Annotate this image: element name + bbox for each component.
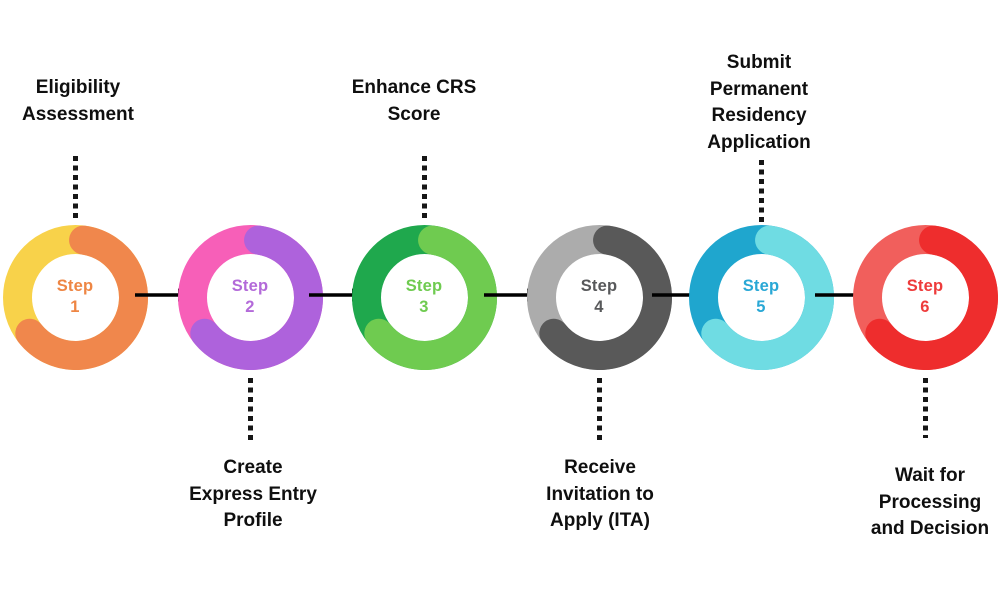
donut-ring-graphic	[177, 224, 323, 370]
label-line: Create	[223, 457, 283, 478]
step-5-donut: Step 5	[688, 224, 834, 370]
step-number-label: Step 3	[352, 225, 497, 370]
dotted-connector	[922, 378, 928, 438]
dotted-connector	[247, 378, 253, 441]
ring-main-arc	[538, 225, 672, 370]
ring-main-arc	[14, 225, 148, 370]
step-number-label: Step 2	[178, 225, 323, 370]
label-line: Eligibility	[35, 77, 121, 98]
step-word: Step	[231, 277, 269, 295]
step-word: Step	[906, 277, 944, 295]
ring-main-arc	[189, 225, 323, 370]
step-word: Step	[580, 277, 618, 295]
label-line: Wait for	[894, 465, 965, 486]
dotted-connector	[596, 378, 602, 440]
donut-ring-graphic	[351, 224, 497, 370]
label-line: Invitation to	[546, 483, 654, 505]
step-number: 6	[920, 298, 930, 316]
step-number: 3	[419, 298, 429, 316]
dotted-connector	[421, 156, 427, 222]
step-word: Step	[742, 277, 780, 295]
step-number: 5	[756, 298, 766, 316]
ring-main-arc	[864, 225, 998, 370]
step-6-donut: Step 6	[852, 224, 998, 370]
step-number: 4	[594, 298, 604, 316]
dotted-connector	[758, 160, 764, 222]
ring-main-arc	[700, 225, 834, 370]
label-line: Submit	[726, 52, 792, 73]
step-word: Step	[405, 277, 443, 295]
label-line: Processing	[878, 491, 982, 513]
step-3-label: Enhance CRS Score	[304, 75, 524, 128]
donut-ring-graphic	[688, 224, 834, 370]
label-line: Assessment	[22, 103, 134, 125]
step-number: 1	[70, 298, 80, 316]
ring-main-arc	[363, 225, 497, 370]
dotted-connector	[72, 156, 78, 222]
label-line: Permanent	[709, 78, 809, 100]
step-number-label: Step 1	[3, 225, 148, 370]
label-line: Profile	[223, 510, 283, 531]
donut-ring-graphic	[852, 224, 998, 370]
label-line: Apply (ITA)	[550, 510, 650, 531]
step-4-donut: Step 4	[526, 224, 672, 370]
step-number-label: Step 5	[689, 225, 834, 370]
step-word: Step	[56, 277, 94, 295]
step-2-donut: Step 2	[177, 224, 323, 370]
step-number-label: Step 4	[527, 225, 672, 370]
label-line: Express Entry	[189, 483, 317, 505]
step-number: 2	[245, 298, 255, 316]
label-line: Application	[707, 131, 811, 153]
step-number-label: Step 6	[853, 225, 998, 370]
label-line: Enhance CRS	[351, 77, 477, 98]
label-line: Residency	[711, 105, 807, 126]
donut-ring-graphic	[526, 224, 672, 370]
label-line: and Decision	[870, 518, 990, 539]
step-1-donut: Step 1	[2, 224, 148, 370]
label-line: Receive	[564, 457, 636, 478]
step-3-donut: Step 3	[351, 224, 497, 370]
donut-ring-graphic	[2, 224, 148, 370]
label-line: Score	[387, 103, 441, 125]
